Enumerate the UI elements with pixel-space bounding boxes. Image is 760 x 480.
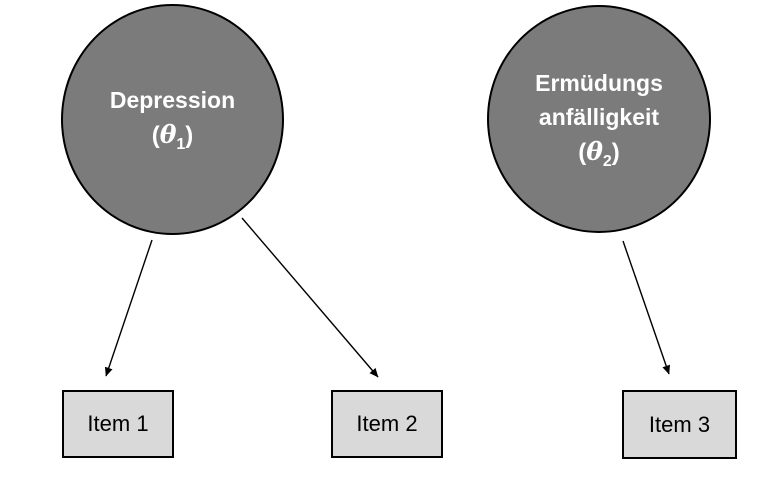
factor-name-line: Ermüdungs [535, 69, 663, 96]
paren-open: ( [578, 138, 587, 166]
edge-theta1-item1-arrow [104, 239, 153, 377]
theta-symbol: θ [586, 136, 603, 166]
theta-label: (θ2) [578, 134, 620, 173]
edge-theta1-item2-arrow [241, 217, 379, 378]
theta-symbol: θ [159, 120, 177, 149]
item-box-3: Item 3 [622, 390, 737, 459]
item-label: Item 1 [87, 411, 149, 436]
item-box-1: Item 1 [62, 390, 174, 458]
theta-subscript: 2 [602, 152, 612, 170]
edge-theta2-item3-arrow [622, 240, 671, 375]
paren-open: ( [151, 122, 160, 149]
latent-factor-theta2: Ermüdungs anfälligkeit (θ2) [487, 5, 711, 233]
paren-close: ) [611, 138, 620, 166]
item-box-2: Item 2 [331, 390, 443, 458]
theta-subscript: 1 [176, 136, 186, 153]
theta-label: (θ1) [152, 117, 194, 156]
item-label: Item 2 [356, 411, 418, 436]
paren-close: ) [185, 122, 194, 149]
item-label: Item 3 [648, 411, 711, 437]
latent-factor-theta1: Depression (θ1) [61, 4, 284, 235]
factor-name-line: Depression [109, 87, 236, 113]
factor-name-line: anfälligkeit [538, 103, 660, 130]
